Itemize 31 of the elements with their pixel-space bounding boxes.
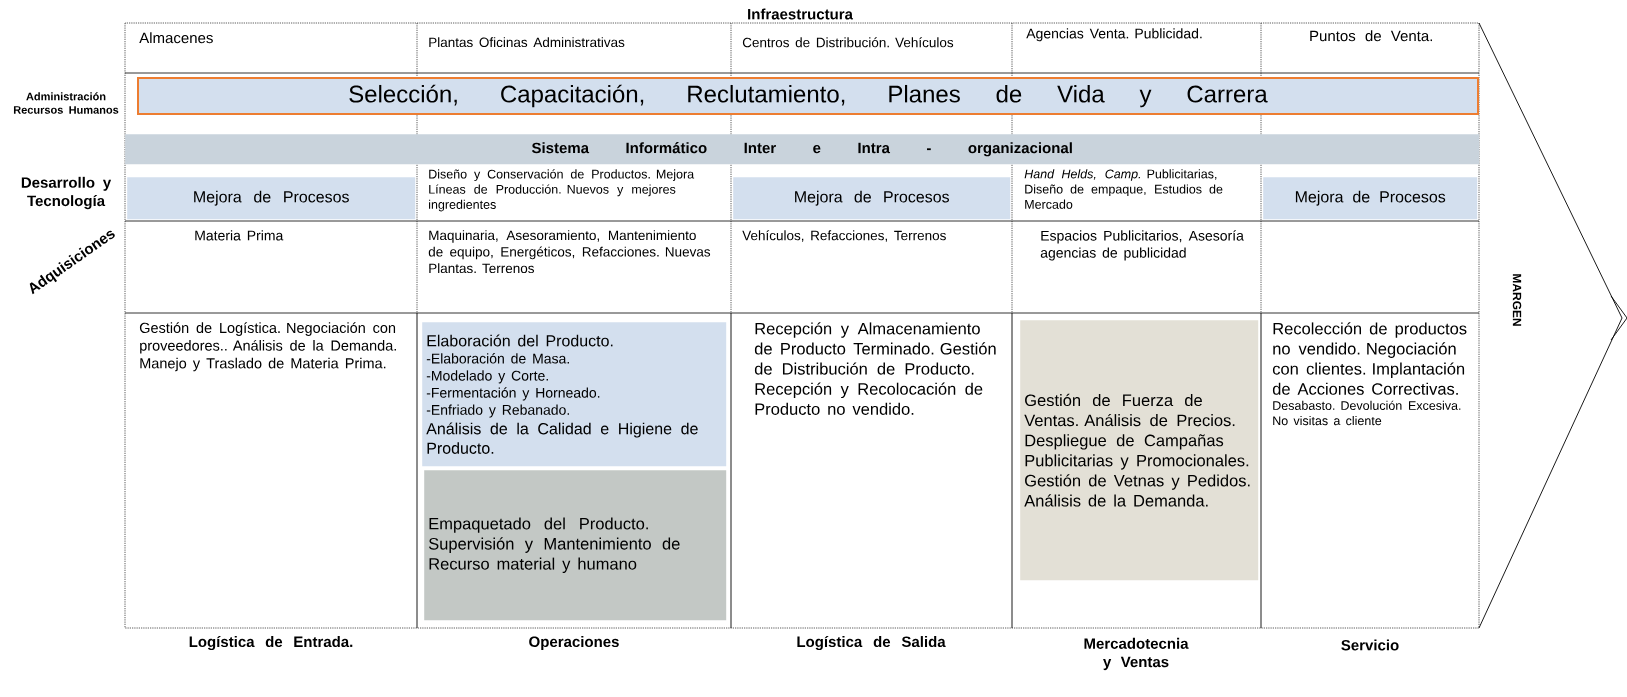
cell-text: Materia Prima (195, 230, 284, 241)
cell-text: Espacios Publicitarios, Asesoría agencias de publicidad (1040, 230, 1244, 261)
band: Selección, Capacitación, Reclutamiento, Planes de Vida y Carrera (137, 77, 1479, 115)
margin-label: MARGEN (1512, 274, 1522, 326)
cell-text: Maquinaria, Asesoramiento, Mantenimiento de equipo, Energéticos, Refacciones. Nuevas Plantas. Terrenos (428, 230, 711, 274)
cell-text: Vehículos, Refacciones, Terrenos (742, 230, 946, 242)
cell-text: Agencias Venta. Publicidad. (1026, 28, 1202, 42)
cell-text: Plantas Oficinas Administrativas (429, 37, 625, 48)
column-heading: Logística de Entrada. (189, 635, 353, 651)
cell-text: Diseño y Conservación de Productos. Mejora Líneas de Producción. Nuevos y mejores ingredientes (429, 169, 695, 212)
column-heading: Operaciones (529, 636, 619, 650)
cell-text: Gestión de Logística. Negociación con proveedores.. Análisis de la Demanda. Manejo y Traslado de Materia Prima. (139, 322, 396, 372)
cell-text: Puntos de Venta. (1310, 30, 1432, 42)
process-box: Mejora de Procesos (127, 177, 416, 220)
column-heading: Logística de Salida (797, 635, 946, 651)
row-heading: Desarrollo y Tecnología (21, 176, 112, 210)
column-heading: Mercadotecnia y Ventas (1084, 637, 1189, 671)
activity-box: Empaquetado del Producto. Supervisión y Mantenimiento de Recurso material y humano (424, 470, 727, 621)
process-box: Mejora de Procesos (1263, 177, 1478, 220)
section-heading: Infraestructura (748, 8, 854, 20)
process-box: Mejora de Procesos (733, 177, 1011, 220)
row-heading: Administración Recursos Humanos (13, 92, 119, 114)
activity-box: Elaboración del Producto. -Elaboración de Masa. -Modelado y Corte. -Fermentación y Horneado. -Enfriado y Rebanado. Análisis de la Calidad e Higiene de Producto. (422, 322, 727, 467)
band: Sistema Informático Inter e Intra - organizacional (125, 134, 1480, 165)
cell-text: Hand Helds, Camp. Publicitarias, Diseño de empaque, Estudios de Mercado (1024, 169, 1223, 209)
cell-text: Almacenes (139, 32, 213, 44)
cell-text: Recepción y Almacenamiento de Producto Terminado. Gestión de Distribución de Producto. Recepción y Recolocación de Producto no vendido. (754, 322, 996, 415)
column-heading: Servicio (1341, 639, 1399, 651)
cell-text: Recolección de productos no vendido. Negociación con clientes. Implantación de Acciones Correctivas. Desabasto. Devolución Excesiva. No visitas a cliente (1272, 322, 1467, 426)
cell-text: Centros de Distribución. Vehículos (742, 37, 954, 48)
activity-box: Gestión de Fuerza de Ventas. Análisis de Precios. Despliegue de Campañas Publicitarias y Promocionales. Gestión de Vetnas y Pedidos. Análisis de la Demanda. (1020, 320, 1259, 581)
